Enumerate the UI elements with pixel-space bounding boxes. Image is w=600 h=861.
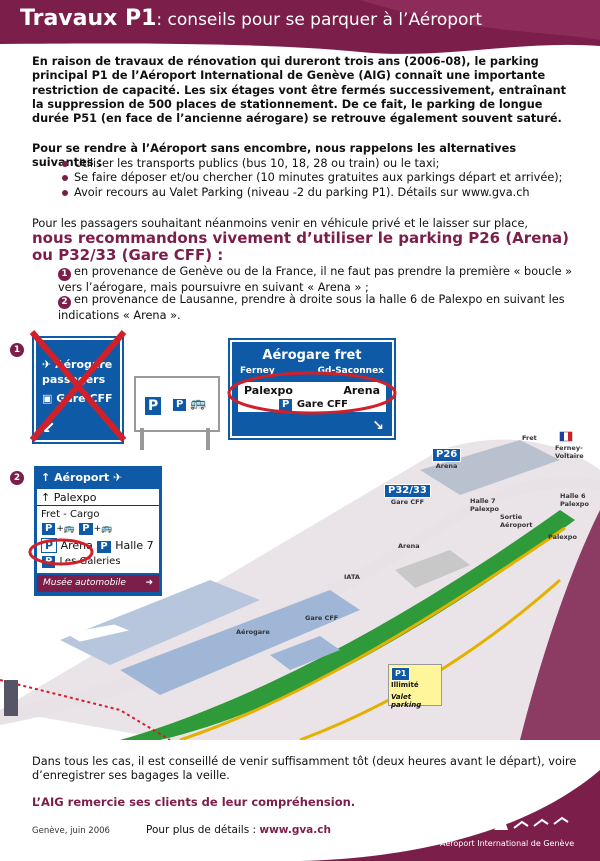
map-label-sortie: Sortie Aéroport: [500, 513, 533, 529]
bullet-icon: [62, 175, 68, 182]
date-line: Genève, juin 2006: [32, 826, 110, 836]
map-label-arena: Arena: [398, 542, 420, 550]
cross-out-mark: [29, 330, 127, 442]
more-info: Pour plus de détails : www.gva.ch: [146, 824, 331, 836]
bullet-icon: [62, 161, 68, 167]
bus-icon: 🚌: [190, 396, 207, 411]
fret-direction-sign: Aérogare fret Ferney Gd-Saconnex Palexpo…: [228, 338, 396, 440]
header-wave: [0, 0, 600, 54]
signs-2-number: 2: [10, 471, 24, 485]
arrow-up-icon: ↑: [41, 471, 51, 484]
map-label-garecff: Gare CFF: [305, 614, 339, 622]
plane-icon: ✈: [112, 471, 123, 484]
page-title: Travaux P1: conseils pour se parquer à l…: [20, 6, 483, 31]
parking-p-icon: P: [41, 522, 57, 536]
airport-map: [0, 431, 600, 740]
airport-direction-sign: ↑ Aéroport ✈ ↑ Palexpo Fret - Cargo P+🚌 …: [34, 466, 162, 596]
map-p3233-badge: P32/33 Gare CFF: [384, 478, 431, 506]
aig-logo-icon: [454, 814, 569, 830]
parking-p-icon: P: [78, 522, 94, 536]
sign-white-panel: ↑ Palexpo Fret - Cargo P+🚌 P+🚌 P Arena P…: [37, 489, 159, 573]
bullet-icon: [62, 189, 68, 196]
alternatives-heading: Pour se rendre à l’Aéroport sans encombr…: [32, 142, 517, 170]
small-parking-sign: P P 🚌: [134, 376, 220, 432]
footer-paragraph: Dans tous les cas, il est conseillé de v…: [32, 755, 577, 783]
map-label-halle6: Halle 6 Palexpo: [560, 492, 589, 508]
train-icon: ▣: [42, 392, 53, 405]
signs-1-number: 1: [10, 343, 24, 357]
list-item: Se faire déposer et/ou chercher (10 minu…: [62, 171, 582, 185]
parking-p-icon: P: [172, 398, 188, 412]
alternatives-list: Utiliser les transports publics (bus 10,…: [62, 157, 582, 200]
map-p1-badge: P1 Illimité Valet parking: [388, 664, 442, 709]
intro-paragraph: En raison de travaux de rénovation qui d…: [32, 55, 567, 126]
recommendation-heading: nous recommandons vivement d’utiliser le…: [32, 229, 570, 264]
map-label-palexpo: Palexpo: [548, 533, 577, 541]
sign-post: [140, 428, 144, 450]
thanks-line: L’AIG remercie ses clients de leur compr…: [32, 795, 356, 809]
map-p26-badge: P26 Arena: [432, 442, 462, 470]
map-label-halle7: Halle 7 Palexpo: [470, 497, 499, 513]
map-label-fret: Fret: [522, 434, 537, 442]
arrow-up-icon: ↑: [41, 491, 51, 504]
map-label-iata: IATA: [344, 573, 360, 581]
brand-name: Aéroport International de Genève: [440, 839, 575, 848]
arrow-right-icon: ➜: [145, 578, 153, 588]
list-item: Avoir recours au Valet Parking (niveau -…: [62, 186, 582, 200]
passengers-paragraph: Pour les passagers souhaitant néanmoins …: [32, 217, 529, 230]
list-item: Utiliser les transports publics (bus 10,…: [62, 157, 582, 171]
fret-white-band: Palexpo Arena P Gare CFF: [238, 382, 386, 412]
sign-post: [206, 428, 210, 450]
museum-band: Musée automobile➜: [37, 575, 159, 592]
parking-p-icon: P: [278, 398, 294, 412]
highlight-ellipse: [227, 371, 397, 415]
footer-wave: [300, 770, 600, 861]
step-number: 2: [58, 296, 71, 309]
arrow-down-right-icon: ↘: [372, 418, 384, 434]
parking-p-icon: P: [96, 540, 112, 554]
parking-p-icon: P: [144, 396, 163, 416]
gva-link[interactable]: www.gva.ch: [259, 824, 331, 836]
map-label-aerogare: Aérogare: [236, 628, 270, 636]
map-label-ferney: Ferney- Voltaire: [555, 444, 584, 460]
step-number: 1: [58, 268, 71, 281]
highlight-ellipse: [28, 538, 94, 566]
plane-icon: ✈: [42, 358, 52, 371]
